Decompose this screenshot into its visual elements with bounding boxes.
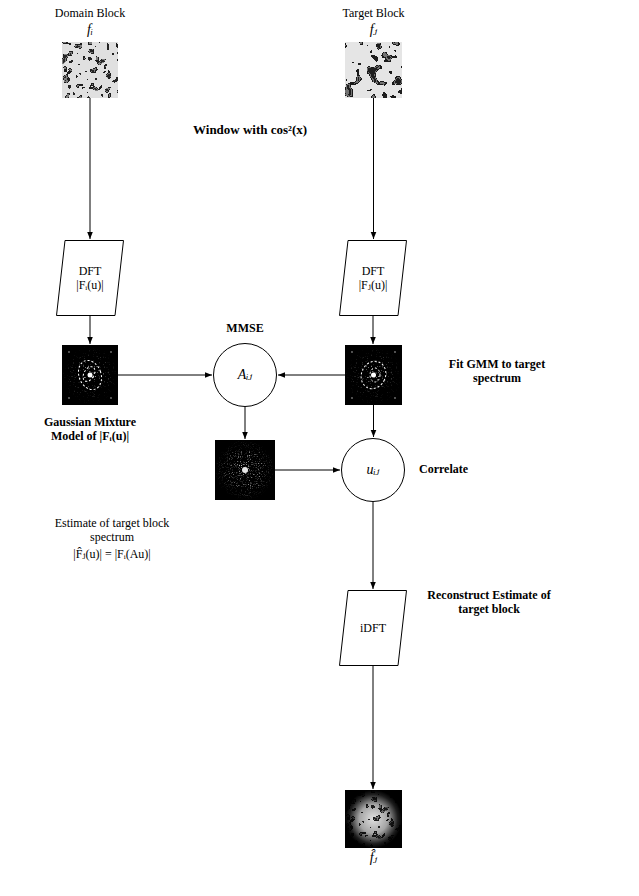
node-text: DFT: [362, 264, 385, 278]
spectrum-image: [345, 345, 402, 405]
circle-outline: [342, 439, 405, 502]
node-caption: Domain Block: [32, 6, 148, 20]
circle-outline: [214, 344, 277, 407]
image-block: Domain Blockfᵢ: [62, 42, 118, 98]
node-caption: Correlate: [419, 462, 509, 476]
leopard-texture: [62, 42, 118, 98]
parallelogram-outline: [340, 591, 407, 666]
flow-arrow: [90, 316, 91, 344]
node-caption: fᵢ: [32, 22, 148, 38]
node-caption: f̂ⱼ: [335, 850, 412, 866]
node-caption: |F̂ⱼ(u)| = |Fᵢ(Au)|: [29, 547, 195, 561]
image-block: f̂ⱼ: [345, 790, 402, 848]
flow-arrow: [275, 470, 340, 471]
node-text: |Fᵢ(u)|: [76, 278, 103, 292]
image-block: Target Blockfⱼ: [345, 42, 402, 98]
node-text: iDFT: [360, 621, 386, 635]
flow-arrow: [373, 502, 374, 589]
flow-arrow: [245, 407, 246, 439]
operation-circle: MMSEAᵢⱼ: [213, 343, 277, 407]
process-parallelogram: DFT|Fᵢ(u)|: [56, 240, 124, 316]
spectrum-image: [62, 345, 118, 405]
parallelogram-outline: [57, 241, 124, 316]
node-text: DFT: [79, 264, 102, 278]
flow-arrow: [373, 316, 374, 344]
node-caption: fⱼ: [315, 22, 432, 38]
spectrum-image: [215, 440, 275, 500]
node-caption: Target Block: [315, 6, 432, 20]
flow-arrow: [278, 375, 345, 376]
process-parallelogram: iDFTReconstruct Estimate of target block: [339, 590, 407, 666]
operation-circle: uᵢⱼCorrelate: [341, 438, 405, 502]
node-caption: Gaussian Mixture Model of |Fᵢ(u)|: [28, 415, 152, 443]
node-caption: Fit GMM to target spectrum: [429, 357, 565, 385]
node-text: Aᵢⱼ: [238, 367, 252, 383]
node-caption: Estimate of target block spectrum: [45, 516, 179, 544]
leopard-texture: [345, 42, 402, 98]
process-parallelogram: DFT|Fⱼ(u)|: [339, 240, 407, 316]
flow-arrow: [373, 98, 374, 239]
reconstructed-image: [345, 790, 402, 848]
flow-arrow: [373, 405, 374, 437]
node-text: uᵢⱼ: [367, 462, 380, 478]
node-caption: MMSE: [195, 321, 295, 335]
image-block: Fit GMM to target spectrum: [345, 345, 402, 405]
parallelogram-outline: [340, 241, 407, 316]
image-block: Gaussian Mixture Model of |Fᵢ(u)|: [62, 345, 118, 405]
flow-arrow: [90, 98, 91, 239]
node-caption: Reconstruct Estimate of target block: [427, 588, 551, 616]
annotation-label: Window with cos²(x): [193, 122, 307, 137]
flow-arrow: [118, 375, 212, 376]
node-text: |Fⱼ(u)|: [359, 278, 388, 292]
image-block: Estimate of target block spectrum|F̂ⱼ(u)…: [215, 440, 275, 500]
flow-arrow: [373, 666, 374, 789]
